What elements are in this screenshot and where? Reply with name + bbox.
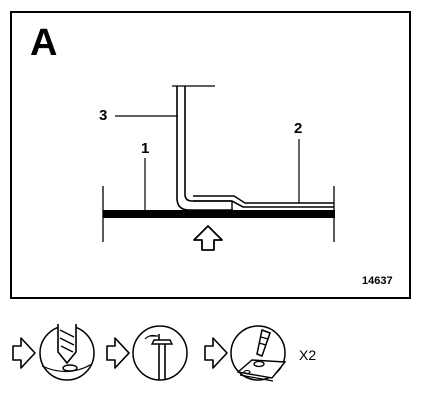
- panel-letter: A: [30, 22, 58, 64]
- repair-section: [193, 200, 334, 208]
- callout-1: 1: [141, 140, 150, 157]
- repeat-count: X2: [299, 347, 317, 363]
- arrow-right-icon: [204, 337, 228, 369]
- rivet-gun-icon: [230, 325, 287, 382]
- rivet-icon: [132, 325, 188, 381]
- repair-section-inner: [193, 195, 334, 204]
- arrow-right-icon: [106, 337, 130, 369]
- panel-section: [102, 85, 335, 242]
- callout-2: 2: [294, 120, 303, 137]
- figure-frame: [10, 11, 411, 299]
- arrow-up-icon: [193, 225, 223, 251]
- vertical-part: [176, 86, 233, 211]
- drill-icon: [39, 324, 95, 381]
- reference-number: 14637: [362, 275, 393, 287]
- arrow-right-icon: [12, 337, 36, 369]
- vertical-part-inner: [184, 86, 232, 202]
- lower-panel: [103, 210, 335, 218]
- callout-3: 3: [99, 107, 108, 124]
